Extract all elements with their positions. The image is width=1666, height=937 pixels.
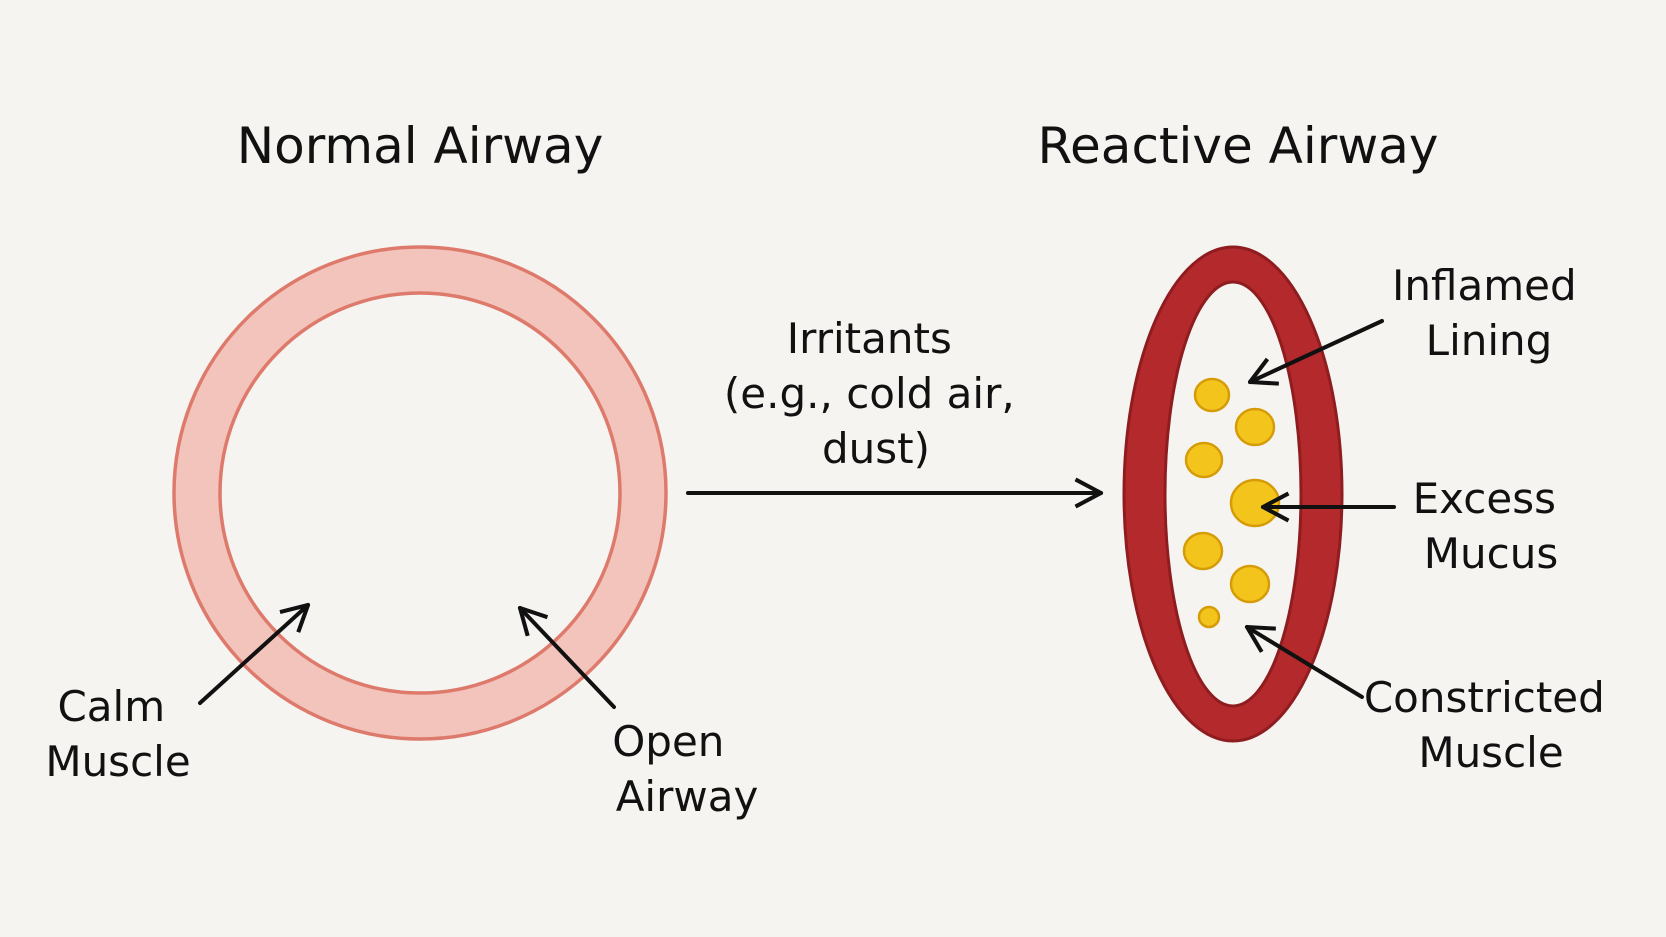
mucus-droplet xyxy=(1182,531,1224,571)
mucus-droplet xyxy=(1197,605,1221,629)
constricted-muscle-arrow xyxy=(1244,624,1364,699)
calm-muscle-arrow xyxy=(198,602,311,705)
mucus-droplet xyxy=(1184,441,1224,479)
mucus-droplet xyxy=(1229,564,1271,604)
inflamed-lining-arrow xyxy=(1247,319,1384,386)
normal-airway-title: Normal Airway xyxy=(237,117,604,175)
mucus-droplet xyxy=(1193,377,1231,413)
mucus-droplet xyxy=(1229,478,1281,528)
open-airway-label: Open Airway xyxy=(612,717,758,821)
normal-airway-ring xyxy=(172,245,668,741)
calm-muscle-label: Calm Muscle xyxy=(45,682,190,786)
excess-mucus-label: Excess Mucus xyxy=(1413,474,1570,578)
inflamed-lining-label: Inflamed Lining xyxy=(1392,261,1590,365)
mucus-droplet xyxy=(1234,407,1276,447)
irritants-label: Irritants (e.g., cold air, dust) xyxy=(724,314,1028,473)
open-airway-arrow xyxy=(517,605,616,709)
reactive-airway-title: Reactive Airway xyxy=(1038,117,1439,175)
constricted-muscle-label: Constricted Muscle xyxy=(1364,673,1618,777)
